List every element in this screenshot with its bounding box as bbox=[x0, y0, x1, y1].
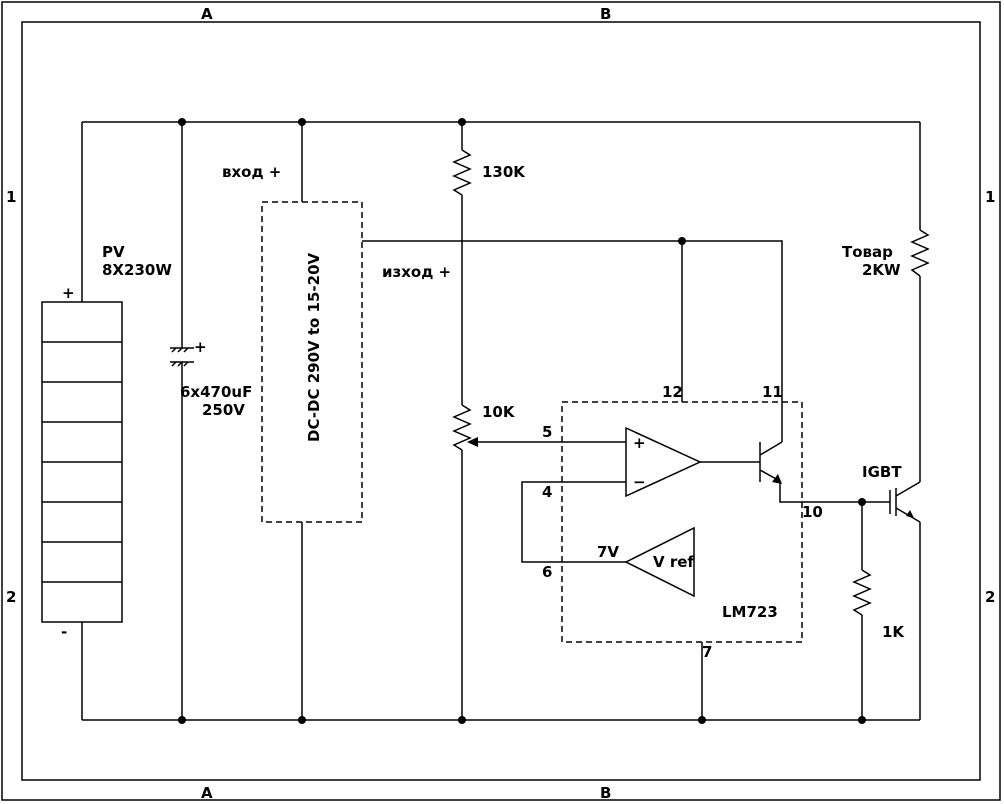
pv-plus-label: + bbox=[62, 284, 75, 302]
resistor-130k-label: 130K bbox=[482, 163, 526, 181]
inner-frame bbox=[21, 21, 981, 781]
lm723-label: LM723 bbox=[722, 603, 778, 621]
capacitor-voltage: 250V bbox=[202, 401, 245, 419]
feedback-wire bbox=[521, 481, 626, 563]
lm723-box bbox=[561, 401, 803, 643]
transistor-symbol bbox=[759, 441, 783, 484]
resistor-130k-symbol bbox=[452, 149, 472, 196]
resistor-10k-symbol bbox=[452, 404, 472, 451]
frame-col-top-b: B bbox=[600, 5, 611, 23]
pin5-label: 5 bbox=[542, 423, 552, 441]
dcdc-output-label: изход + bbox=[382, 263, 451, 281]
load-resistor-symbol bbox=[910, 229, 930, 277]
frame-col-top-a: A bbox=[201, 5, 213, 23]
pv-minus-label: - bbox=[61, 623, 67, 641]
dcdc-converter-box bbox=[261, 201, 363, 523]
opamp-minus: − bbox=[633, 473, 646, 491]
capacitor-symbol bbox=[170, 347, 194, 367]
vref-symbol bbox=[624, 526, 695, 598]
pv-name: PV bbox=[102, 243, 125, 261]
pin4-label: 4 bbox=[542, 483, 552, 501]
emitter-wire bbox=[779, 482, 862, 503]
frame-row-right-1: 1 bbox=[985, 188, 995, 206]
resistor-1k-label: 1K bbox=[882, 623, 905, 641]
igbt-symbol bbox=[889, 481, 921, 523]
frame-col-bottom-a: A bbox=[201, 784, 213, 802]
pv-rating: 8X230W bbox=[102, 261, 172, 279]
igbt-label: IGBT bbox=[862, 463, 902, 481]
pin7-label: 7 bbox=[702, 643, 712, 661]
frame-row-left-2: 2 bbox=[6, 588, 16, 606]
frame-row-right-2: 2 bbox=[985, 588, 995, 606]
pin12-label: 12 bbox=[662, 383, 683, 401]
resistor-1k-symbol bbox=[852, 569, 872, 616]
load-name: Товар bbox=[842, 243, 893, 261]
dcdc-converter-label: DC-DC 290V to 15-20V bbox=[305, 252, 323, 442]
junction-dots bbox=[178, 118, 866, 724]
dcdc-output-wire bbox=[362, 240, 783, 442]
pin6-label: 6 bbox=[542, 563, 552, 581]
resistor-10k-label: 10K bbox=[482, 403, 516, 421]
top-rail bbox=[81, 121, 920, 302]
pot-wiper-arrow bbox=[467, 437, 478, 447]
bottom-rail bbox=[81, 622, 920, 721]
vref-label: V ref bbox=[653, 553, 694, 571]
capacitor-value: 6x470uF bbox=[180, 383, 252, 401]
vref-value: 7V bbox=[597, 543, 619, 561]
pin11-label: 11 bbox=[762, 383, 783, 401]
pin10-label: 10 bbox=[802, 503, 823, 521]
capacitor-polarity: + bbox=[194, 338, 207, 356]
load-power: 2KW bbox=[862, 261, 901, 279]
frame-col-bottom-b: B bbox=[600, 784, 611, 802]
pv-panel bbox=[41, 301, 123, 623]
dcdc-input-label: вход + bbox=[222, 163, 281, 181]
opamp-symbol bbox=[625, 426, 702, 498]
opamp-plus: + bbox=[633, 434, 646, 452]
frame-row-left-1: 1 bbox=[6, 188, 16, 206]
